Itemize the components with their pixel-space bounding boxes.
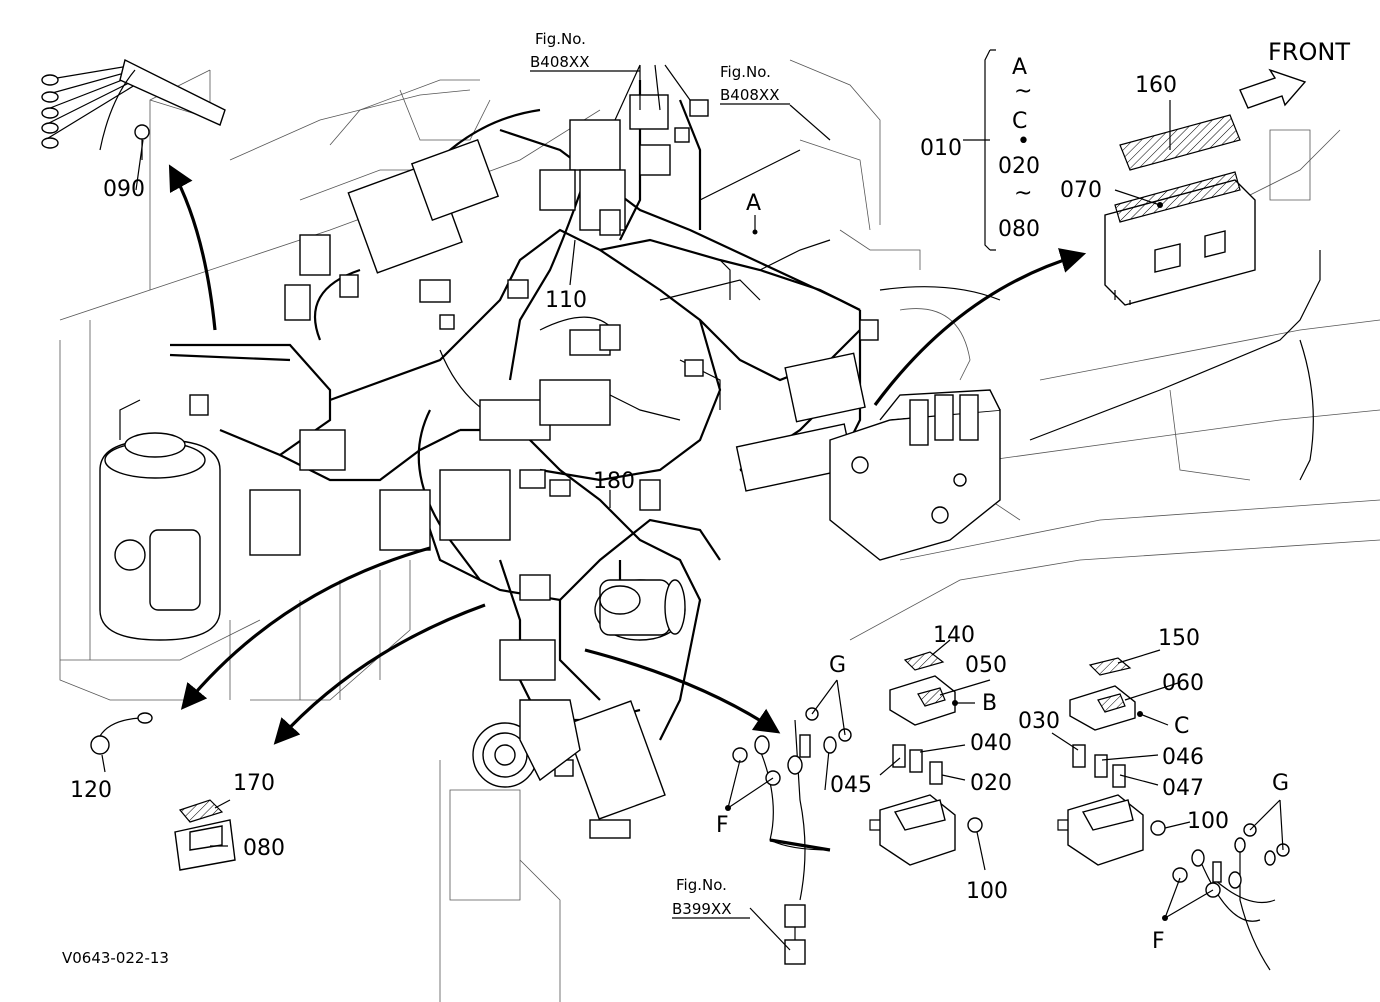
- fig-ref-2-number: B408XX: [720, 86, 779, 104]
- callout-150: 150: [1158, 626, 1200, 651]
- connector-bundle-090: [41, 58, 226, 160]
- harness-components: [189, 94, 879, 839]
- callout-b: B: [982, 691, 997, 716]
- fig-ref-1-number: B408XX: [530, 53, 589, 71]
- fig-ref-1-prefix: Fig.No.: [535, 30, 586, 48]
- front-label: FRONT: [1268, 38, 1350, 66]
- callout-020: 020: [970, 771, 1012, 796]
- front-arrow: [1239, 68, 1307, 109]
- fuse-block-left: [869, 744, 983, 866]
- range-tilde-1: ~: [1014, 79, 1032, 104]
- callout-c: C: [1174, 714, 1189, 739]
- main-harness: [169, 80, 1321, 741]
- callout-160: 160: [1135, 73, 1177, 98]
- callout-070: 070: [1060, 178, 1102, 203]
- labels: Fig.No. B408XX Fig.No. B408XX Fig.No. B3…: [62, 30, 1350, 967]
- callout-110: 110: [545, 288, 587, 313]
- callout-140: 140: [933, 623, 975, 648]
- callout-170: 170: [233, 771, 275, 796]
- callout-f-right: F: [1152, 929, 1165, 954]
- callout-g-right: G: [1272, 771, 1289, 796]
- callout-g-middle: G: [829, 653, 846, 678]
- callout-120: 120: [70, 778, 112, 803]
- callout-045: 045: [830, 773, 872, 798]
- range-c: C: [1012, 109, 1027, 134]
- coolant-tank: [99, 399, 221, 641]
- leader-lines: [101, 49, 1284, 951]
- relay-c: [1069, 657, 1136, 731]
- diagram-code: V0643-022-13: [62, 949, 169, 967]
- range-020: 020: [998, 154, 1040, 179]
- range-main: 010: [920, 136, 962, 161]
- fuse-holder-080: [174, 799, 236, 871]
- callout-030: 030: [1018, 709, 1060, 734]
- fuse-box-070: [1104, 114, 1256, 306]
- relay-b: [889, 651, 956, 726]
- sensor-120: [90, 712, 153, 755]
- fig-ref-3-prefix: Fig.No.: [676, 876, 727, 894]
- alternator: [472, 699, 581, 788]
- callout-040: 040: [970, 731, 1012, 756]
- fig-ref-2-prefix: Fig.No.: [720, 63, 771, 81]
- control-valve: [829, 389, 1001, 561]
- callout-f-middle: F: [716, 813, 729, 838]
- range-tilde-2: ~: [1014, 181, 1032, 206]
- callout-090: 090: [103, 177, 145, 202]
- starter-motor: [594, 579, 686, 641]
- fig-ref-3-number: B399XX: [672, 900, 731, 918]
- callout-050: 050: [965, 653, 1007, 678]
- callout-100-left: 100: [966, 879, 1008, 904]
- callout-100-right: 100: [1187, 809, 1229, 834]
- callout-047: 047: [1162, 776, 1204, 801]
- range-dot: •: [1017, 129, 1030, 154]
- callout-060: 060: [1162, 671, 1204, 696]
- range-080: 080: [998, 217, 1040, 242]
- fuse-block-right: [1057, 744, 1166, 866]
- detail-arrows: [168, 164, 1087, 745]
- callout-a: A: [746, 191, 761, 216]
- ground-wires-middle: [732, 707, 852, 965]
- callout-046: 046: [1162, 745, 1204, 770]
- ground-wires-right: [1172, 823, 1290, 971]
- callout-080: 080: [243, 836, 285, 861]
- callout-180: 180: [593, 469, 635, 494]
- range-a: A: [1012, 55, 1027, 80]
